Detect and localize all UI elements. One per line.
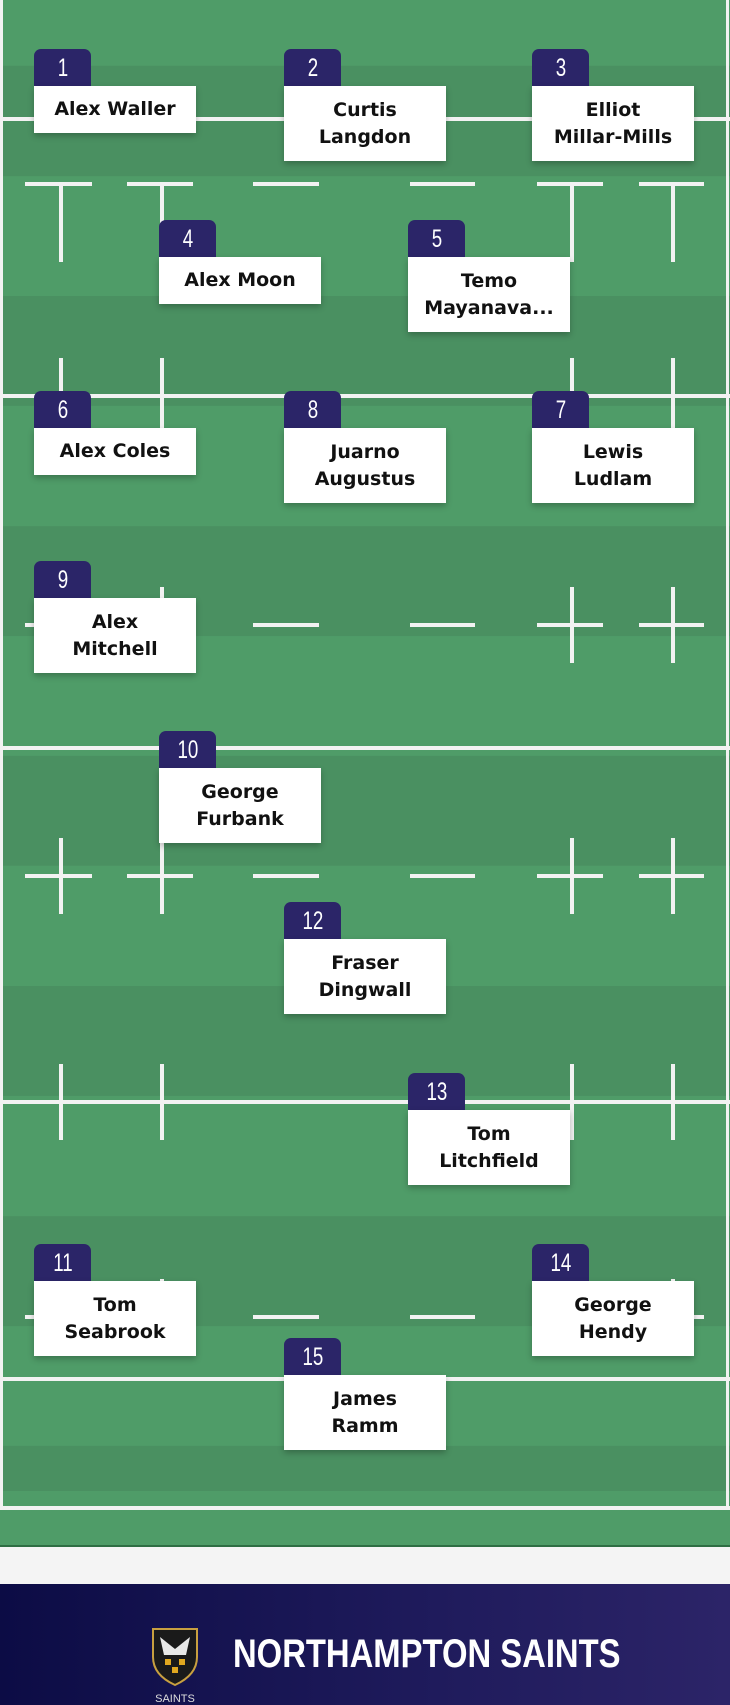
player-name: Alex Moon (184, 269, 296, 291)
dashed-line-segment (410, 623, 475, 627)
post-tick (671, 587, 675, 663)
post-tick (59, 182, 63, 262)
player-name-box: George Furbank (159, 768, 321, 843)
shirt-number-badge: 11 (34, 1244, 91, 1281)
shirt-number-badge: 4 (159, 220, 216, 257)
dashed-line-segment (253, 623, 319, 627)
post-tick (671, 358, 675, 434)
shirt-number-badge: 6 (34, 391, 91, 428)
shirt-number-badge: 14 (532, 1244, 589, 1281)
player-name-box: James Ramm (284, 1375, 446, 1450)
player-name-box: Temo Mayanava... (408, 257, 570, 332)
post-tick (59, 838, 63, 914)
player-name-box: Alex Coles (34, 428, 196, 475)
shirt-number-badge: 7 (532, 391, 589, 428)
pitch-line (0, 1100, 730, 1104)
shirt-number: 7 (555, 396, 566, 424)
dashed-line-segment (253, 874, 319, 878)
shirt-number: 8 (307, 396, 318, 424)
player-name-box: Alex Waller (34, 86, 196, 133)
shirt-number-badge: 8 (284, 391, 341, 428)
shirt-number: 1 (57, 54, 68, 82)
shirt-number-badge: 10 (159, 731, 216, 768)
shirt-number-badge: 2 (284, 49, 341, 86)
shirt-number: 13 (426, 1078, 447, 1106)
shirt-number: 9 (57, 566, 68, 594)
post-tick (671, 1064, 675, 1140)
shirt-number-badge: 1 (34, 49, 91, 86)
player-name-box: Lewis Ludlam (532, 428, 694, 503)
shirt-number: 5 (431, 225, 442, 253)
player-name-box: Alex Moon (159, 257, 321, 304)
shirt-number: 4 (182, 225, 193, 253)
player-name: Elliot Millar-Mills (553, 98, 673, 148)
post-tick (570, 182, 574, 262)
shirt-number: 12 (302, 907, 323, 935)
player-name: Temo Mayanava... (424, 269, 554, 319)
shirt-number-badge: 5 (408, 220, 465, 257)
dashed-line-segment (410, 874, 475, 878)
shirt-number: 2 (307, 54, 318, 82)
dashed-line-segment (253, 182, 319, 186)
shirt-number-badge: 9 (34, 561, 91, 598)
team-footer: SAINTS NORTHAMPTON SAINTS (0, 1584, 730, 1705)
player-name: Alex Waller (54, 98, 176, 120)
club-crest-logo: SAINTS (152, 1628, 198, 1705)
post-tick (671, 182, 675, 262)
player-name-box: Tom Seabrook (34, 1281, 196, 1356)
dashed-line-segment (25, 874, 92, 878)
post-tick (160, 1064, 164, 1140)
post-tick (59, 1064, 63, 1140)
player-name-box: Juarno Augustus (284, 428, 446, 503)
player-name-box: Fraser Dingwall (284, 939, 446, 1014)
player-name: Alex Mitchell (72, 610, 158, 660)
post-tick (570, 587, 574, 663)
shirt-number: 11 (52, 1249, 73, 1277)
post-tick (671, 838, 675, 914)
post-tick (570, 1064, 574, 1140)
shirt-number: 10 (177, 736, 198, 764)
player-name: George Furbank (196, 780, 284, 830)
shirt-number: 3 (555, 54, 566, 82)
player-name: Juarno Augustus (314, 440, 416, 490)
player-name-box: Elliot Millar-Mills (532, 86, 694, 161)
svg-text:SAINTS: SAINTS (155, 1693, 195, 1705)
player-name: Tom Seabrook (64, 1293, 166, 1343)
player-name: Tom Litchfield (439, 1122, 539, 1172)
post-tick (160, 358, 164, 434)
touchline-right (726, 0, 729, 1506)
player-name-box: Curtis Langdon (284, 86, 446, 161)
player-name: Fraser Dingwall (318, 951, 412, 1001)
shirt-number-badge: 15 (284, 1338, 341, 1375)
player-name: Alex Coles (59, 440, 171, 462)
player-name-box: Alex Mitchell (34, 598, 196, 673)
dashed-line-segment (253, 1315, 319, 1319)
shirt-number-badge: 3 (532, 49, 589, 86)
player-name: James Ramm (331, 1387, 399, 1437)
shirt-number-badge: 13 (408, 1073, 465, 1110)
shirt-number: 14 (550, 1249, 571, 1277)
dashed-line-segment (410, 182, 475, 186)
dashed-line-segment (25, 182, 92, 186)
pitch-line (0, 746, 730, 750)
player-name-box: George Hendy (532, 1281, 694, 1356)
pitch-line (0, 394, 730, 398)
shirt-number: 15 (302, 1343, 323, 1371)
player-name-box: Tom Litchfield (408, 1110, 570, 1185)
post-tick (570, 838, 574, 914)
post-tick (160, 838, 164, 914)
shirt-number-badge: 12 (284, 902, 341, 939)
shirt-number: 6 (57, 396, 68, 424)
touchline-left (0, 0, 3, 1506)
pitch-line (0, 1506, 730, 1510)
dashed-line-segment (410, 1315, 475, 1319)
player-name: George Hendy (574, 1293, 652, 1343)
player-name: Curtis Langdon (318, 98, 412, 148)
club-name: NORTHAMPTON SAINTS (233, 1632, 621, 1676)
player-name: Lewis Ludlam (573, 440, 653, 490)
